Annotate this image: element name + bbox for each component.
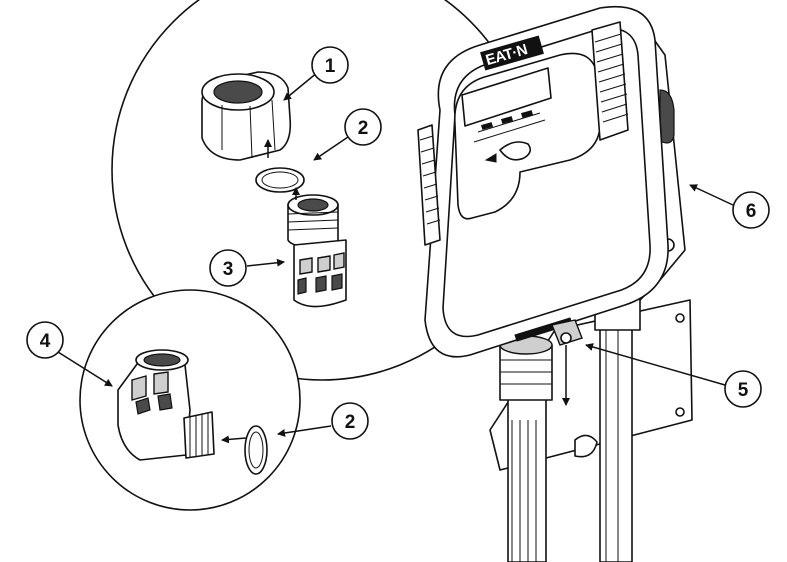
nfc-icon <box>484 141 532 163</box>
svg-text:2: 2 <box>358 118 369 139</box>
callout-6: 6 <box>689 184 770 229</box>
callout-4: 4 <box>26 321 113 387</box>
callout-1: 1 <box>283 46 349 101</box>
part-oring-elbow <box>244 425 268 475</box>
vent-left <box>417 124 441 246</box>
part-oring <box>255 167 305 193</box>
callout-5: 5 <box>585 343 762 408</box>
part-elbow-connector <box>117 349 247 461</box>
part-straight-connector <box>287 187 347 308</box>
callout-2-bottom: 2 <box>277 402 369 440</box>
svg-text:5: 5 <box>738 380 749 401</box>
callout-3: 3 <box>209 249 285 287</box>
vent-right <box>591 21 629 141</box>
conduit-left <box>499 335 553 562</box>
svg-text:6: 6 <box>746 201 757 222</box>
part-nut <box>201 71 292 161</box>
svg-text:2: 2 <box>345 412 356 433</box>
enclosure: EAT·N <box>417 5 686 358</box>
callout-2-top: 2 <box>313 108 382 161</box>
detail-circle-elbow <box>79 289 301 511</box>
svg-text:3: 3 <box>223 259 234 280</box>
svg-text:1: 1 <box>325 56 336 77</box>
svg-text:4: 4 <box>40 331 51 352</box>
bottom-plug <box>551 319 583 406</box>
